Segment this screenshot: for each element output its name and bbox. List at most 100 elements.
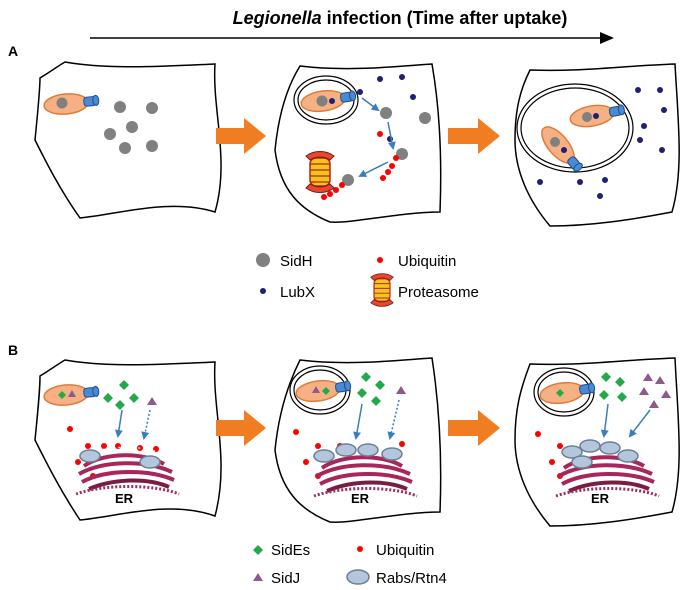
sides-diamond: [371, 396, 381, 406]
sides-diamond: [357, 388, 367, 398]
lubx-dot: [659, 147, 665, 153]
ubiquitin-dot: [67, 426, 73, 432]
rabs-icon: [579, 439, 601, 453]
ubiquitin-dot: [549, 459, 555, 465]
ubiquitin-dot: [399, 441, 405, 447]
flow-arrow: [628, 409, 651, 438]
orange-arrow-a2: [448, 118, 500, 154]
sidh-dot: [396, 148, 408, 160]
ubiquitin-dot: [557, 443, 563, 449]
ubiquitin-dot: [393, 155, 399, 161]
lubx-dot: [399, 74, 405, 80]
legend-sides: SidEs: [271, 542, 310, 559]
cell-a3: [514, 63, 680, 227]
cell-b3: ER: [514, 357, 680, 527]
legend-sidj: SidJ: [271, 570, 300, 587]
figure-title: Legionella infection (Time after uptake): [233, 8, 568, 28]
legend-lubx: LubX: [280, 284, 315, 301]
lubx-dot: [657, 87, 663, 93]
sides-diamond: [119, 380, 129, 390]
sidh-dot: [146, 140, 158, 152]
er-label-b1: ER: [115, 491, 134, 506]
sides-diamond: [103, 393, 113, 403]
rabs-icon: [335, 443, 357, 457]
ubiquitin-dot: [389, 163, 395, 169]
sides-diamond: [375, 380, 385, 390]
flow-arrow-dashed: [387, 399, 400, 440]
ubiquitin-dot: [333, 187, 339, 193]
ubiquitin-dot: [377, 131, 383, 137]
ubiquitin-dot: [385, 169, 391, 175]
sidh-dot: [342, 174, 354, 186]
ubiquitin-dot: [303, 459, 309, 465]
flow-arrow: [358, 161, 389, 177]
rabs-icon: [357, 443, 379, 457]
legend-a: SidH Ubiquitin LubX Proteasome: [256, 253, 479, 307]
ubiquitin-dot: [535, 431, 541, 437]
rabs-legend-icon: [346, 569, 370, 585]
flow-arrow-dashed: [141, 409, 151, 440]
flow-arrow: [114, 409, 123, 438]
sidj-triangle: [396, 386, 406, 394]
orange-arrow-b2: [448, 410, 500, 446]
sidh-dot: [550, 137, 560, 147]
sidj-triangle: [655, 376, 665, 384]
sidj-triangle: [147, 397, 157, 405]
sidj-triangle: [312, 386, 320, 393]
sides-diamond: [617, 392, 627, 402]
flow-arrow: [387, 121, 396, 150]
sidh-dot: [582, 112, 592, 122]
lubx-dot: [597, 193, 603, 199]
sidj-triangle: [639, 387, 649, 395]
sides-diamond: [58, 391, 66, 399]
er-label-b2: ER: [351, 491, 370, 506]
ubiquitin-dot: [380, 175, 386, 181]
sidh-dot: [126, 121, 138, 133]
sidj-triangle: [68, 390, 76, 397]
legend-rabs: Rabs/Rtn4: [376, 570, 447, 587]
sidh-dot: [146, 102, 158, 114]
legend-ubiquitin-b: Ubiquitin: [376, 542, 434, 559]
sides-diamond: [599, 390, 609, 400]
cell-b1: ER: [34, 359, 222, 521]
panel-label-b: B: [8, 342, 18, 358]
sides-diamond: [615, 377, 625, 387]
rabs-icon: [571, 455, 593, 469]
sidh-dot: [419, 112, 431, 124]
sidj-triangle: [661, 390, 671, 398]
cell-a1: [34, 61, 222, 219]
sidj-triangle: [649, 400, 659, 408]
legend-proteasome: Proteasome: [398, 284, 479, 301]
lubx-legend-icon: [260, 288, 266, 294]
sides-diamond: [129, 393, 139, 403]
sidh-dot: [380, 107, 392, 119]
sidh-dot: [316, 95, 328, 107]
lubx-dot: [635, 87, 641, 93]
sides-diamond: [601, 372, 611, 382]
lubx-dot: [641, 123, 647, 129]
lubx-dot: [602, 177, 608, 183]
proteasome-legend-icon: [370, 273, 394, 307]
cell-b2: ER: [274, 357, 442, 523]
flow-arrow: [361, 97, 380, 112]
rabs-icon: [313, 449, 335, 463]
sidj-triangle: [643, 373, 653, 381]
sidj-legend-icon: [253, 573, 263, 581]
orange-arrow-b1: [216, 410, 266, 446]
lubx-dot: [577, 179, 583, 185]
ubiquitin-legend-icon: [377, 257, 383, 263]
rabs-icon: [381, 447, 403, 461]
sidh-dot: [119, 142, 131, 154]
rabs-icon: [617, 449, 639, 463]
orange-arrow-a1: [216, 118, 266, 154]
lubx-dot: [377, 76, 383, 82]
vacuole: [293, 75, 359, 125]
rabs-icon: [79, 449, 101, 463]
sidh-legend-icon: [256, 253, 270, 267]
lubx-dot: [357, 89, 363, 95]
er-label-b3: ER: [591, 491, 610, 506]
cell-a2: [274, 63, 442, 223]
sides-diamond: [556, 389, 564, 397]
sidh-dot: [114, 101, 126, 113]
lubx-dot: [593, 113, 599, 119]
